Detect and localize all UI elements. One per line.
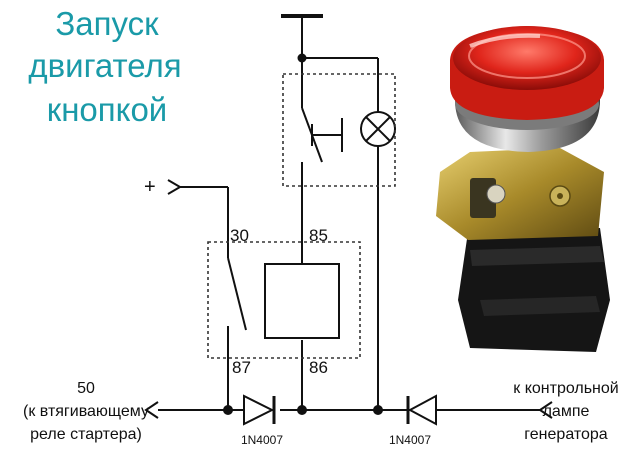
input-label-line2: лампе: [543, 403, 590, 420]
junction-87: [223, 405, 233, 415]
input-label-line1: к контрольной: [513, 380, 618, 397]
relay-contact: [227, 257, 247, 331]
input-arrow-right: [538, 401, 553, 419]
title-line-2: двигателя: [28, 47, 182, 84]
junctions: [223, 53, 383, 415]
diode-right: [406, 394, 437, 426]
junction-lamp: [373, 405, 383, 415]
relay-dashed-box: [207, 241, 361, 359]
diode-right-label: 1N4007: [389, 433, 431, 447]
input-label-line3: генератора: [524, 426, 608, 443]
title-line-1: Запуск: [55, 5, 159, 42]
terminal-30-label: 30: [230, 226, 249, 245]
terminal-86-label: 86: [309, 358, 328, 377]
junction-86: [297, 405, 307, 415]
junction-top: [297, 53, 307, 63]
push-button-symbol: [311, 118, 343, 152]
plus-input-arrow: [167, 179, 182, 195]
diode-left: [243, 394, 276, 426]
output-arrow-left: [144, 401, 159, 419]
diode-left-label: 1N4007: [241, 433, 283, 447]
output-label-line3: реле стартера): [30, 426, 142, 443]
button-dashed-box: [282, 73, 396, 187]
terminal-87-label: 87: [232, 358, 251, 377]
plus-label: +: [144, 176, 156, 198]
title-line-3: кнопкой: [46, 91, 168, 128]
relay-coil: [264, 263, 340, 339]
button-contact-block: [436, 148, 604, 240]
output-label-line2: (к втягивающему: [23, 403, 149, 420]
terminal-85-label: 85: [309, 226, 328, 245]
push-button-photo: [436, 26, 610, 352]
lamp-symbol: [360, 111, 396, 147]
output-label-line1: 50: [77, 380, 95, 397]
